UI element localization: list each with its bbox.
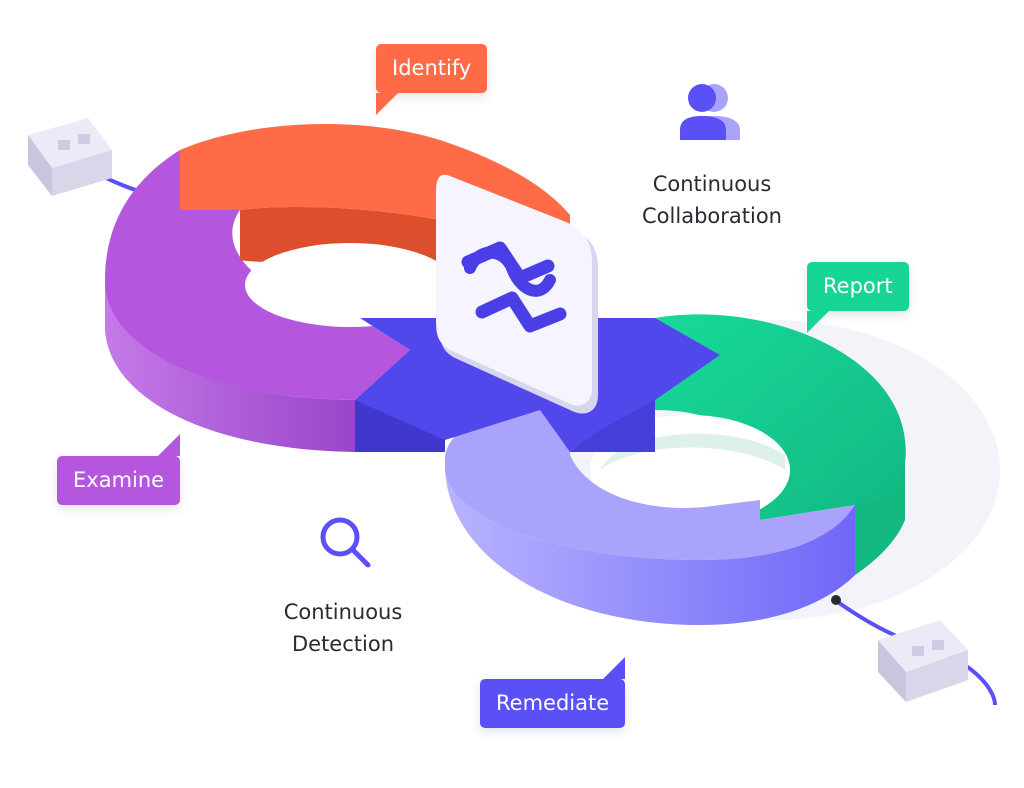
report-label-text: Report [823, 274, 893, 298]
identify-label-text: Identify [392, 56, 472, 80]
remediate-label: Remediate [480, 657, 626, 728]
detection-caption-line2: Detection [291, 632, 395, 656]
logo-card [436, 174, 598, 414]
examine-segment [105, 150, 410, 452]
collaboration-caption-line2: Collaboration [642, 204, 782, 228]
remediate-segment [445, 410, 855, 625]
people-icon [676, 80, 748, 142]
search-icon [316, 513, 376, 569]
remediate-label-text: Remediate [496, 691, 610, 715]
detection-caption: Continuous Detection [248, 596, 438, 660]
connector-right [831, 595, 997, 706]
collaboration-caption: Continuous Collaboration [612, 168, 812, 232]
detection-caption-line1: Continuous [283, 600, 403, 624]
examine-label-text: Examine [73, 468, 165, 492]
examine-label: Examine [57, 434, 181, 505]
identify-label: Identify [376, 44, 488, 115]
report-label: Report [807, 262, 909, 333]
collaboration-caption-line1: Continuous [652, 172, 772, 196]
